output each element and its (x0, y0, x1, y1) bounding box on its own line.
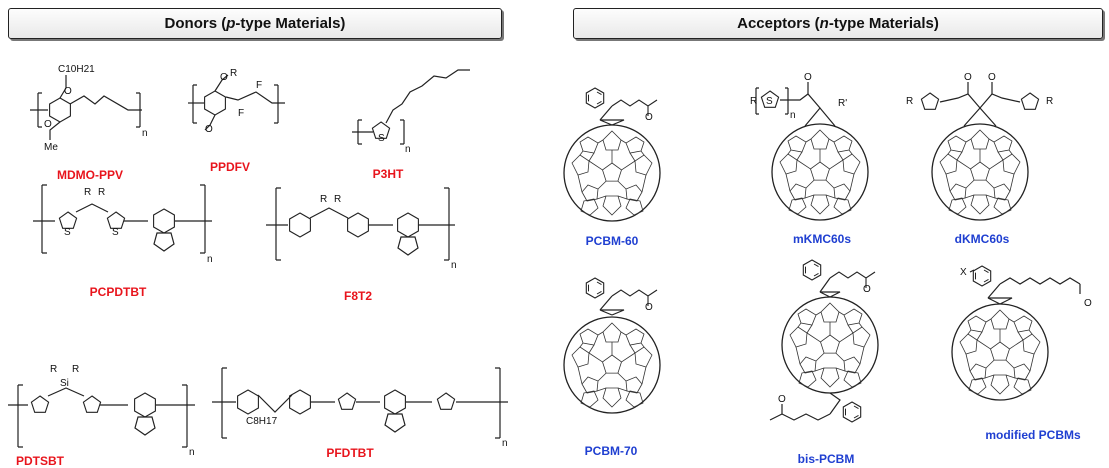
compound-label-f8t2: F8T2 (343, 289, 373, 303)
donors-header-italic: p (226, 15, 236, 32)
compound-label-ppdfv: PPDFV (209, 160, 251, 174)
atom-n-pdtsbt: n (189, 447, 195, 458)
atom-r-prime-mkmc: R' (838, 98, 847, 109)
compound-label-dkmc60s: dKMC60s (954, 232, 1010, 246)
atom-o-dkmc-1: O (964, 72, 972, 83)
atom-si: Si (60, 378, 69, 389)
atom-o-pcbm70: O (645, 302, 653, 313)
atom-r-f8t2-1: R (320, 194, 327, 205)
atom-me: Me (44, 142, 58, 153)
compound-label-pcpdtbt: PCPDTBT (89, 285, 147, 299)
atom-o-bis-1: O (863, 284, 871, 295)
atom-n-pfdtbt: n (502, 438, 508, 449)
acceptors-header-suffix: -type Materials) (828, 15, 939, 32)
acceptors-header-italic: n (819, 15, 829, 32)
atom-o-pcbm60: O (645, 112, 653, 123)
donors-header-suffix: -type Materials) (235, 15, 346, 32)
atom-s-p3ht: S (378, 133, 385, 144)
atom-x: X (960, 267, 967, 278)
acceptors-header-prefix: Acceptors ( (737, 15, 820, 32)
atom-o-bis-2: O (778, 394, 786, 405)
atom-c10h21: C10H21 (58, 64, 95, 75)
atom-o-mkmc: O (804, 72, 812, 83)
atom-r-dkmc-1: R (906, 96, 913, 107)
atom-o-dkmc-2: O (988, 72, 996, 83)
atom-n-mkmc: n (790, 110, 796, 121)
compound-label-pfdtbt: PFDTBT (326, 446, 374, 460)
compound-label-modified-pcbms: modified PCBMs (985, 428, 1081, 442)
compound-label-mdmo-ppv: MDMO-PPV (57, 168, 123, 182)
compound-label-pcbm-60: PCBM-60 (585, 234, 639, 248)
atom-c8h17: C8H17 (246, 416, 278, 427)
atom-n-pcpdtbt: n (207, 254, 213, 265)
atom-o-mdmo-2: O (44, 119, 52, 130)
atom-r-dkmc-2: R (1046, 96, 1053, 107)
compound-label-p3ht: P3HT (372, 167, 404, 181)
atom-r-pcpdtbt-2: R (98, 187, 105, 198)
compound-label-pdtsbt: PDTSBT (16, 454, 64, 468)
compound-label-mkmc60s: mKMC60s (792, 232, 852, 246)
atom-o-ppdfv-1: O (220, 72, 228, 83)
atom-r-mkmc: R (750, 96, 757, 107)
donors-header-prefix: Donors ( (164, 15, 227, 32)
atom-s-pcpdtbt-1: S (64, 227, 71, 238)
atom-s-mkmc: S (766, 96, 773, 107)
atom-n-f8t2: n (451, 260, 457, 271)
atom-o-modified: O (1084, 298, 1092, 309)
atom-f-ppdfv-2: F (238, 108, 244, 119)
atom-f-ppdfv-1: F (256, 80, 262, 91)
atom-o-ppdfv-2: O (205, 124, 213, 135)
atom-r-ppdfv: R (230, 68, 237, 79)
atom-n-mdmo: n (142, 128, 148, 139)
compound-label-pcbm-70: PCBM-70 (584, 444, 638, 458)
acceptors-header: Acceptors (n-type Materials) (573, 8, 1103, 39)
atom-n-p3ht: n (405, 144, 411, 155)
compound-label-bis-pcbm: bis-PCBM (797, 452, 855, 466)
atom-o-mdmo-1: O (64, 86, 72, 97)
atom-r-f8t2-2: R (334, 194, 341, 205)
atom-s-pcpdtbt-2: S (112, 227, 119, 238)
donors-header: Donors (p-type Materials) (8, 8, 502, 39)
atom-r-pdtsbt-2: R (72, 364, 79, 375)
atom-r-pcpdtbt-1: R (84, 187, 91, 198)
atom-r-pdtsbt-1: R (50, 364, 57, 375)
